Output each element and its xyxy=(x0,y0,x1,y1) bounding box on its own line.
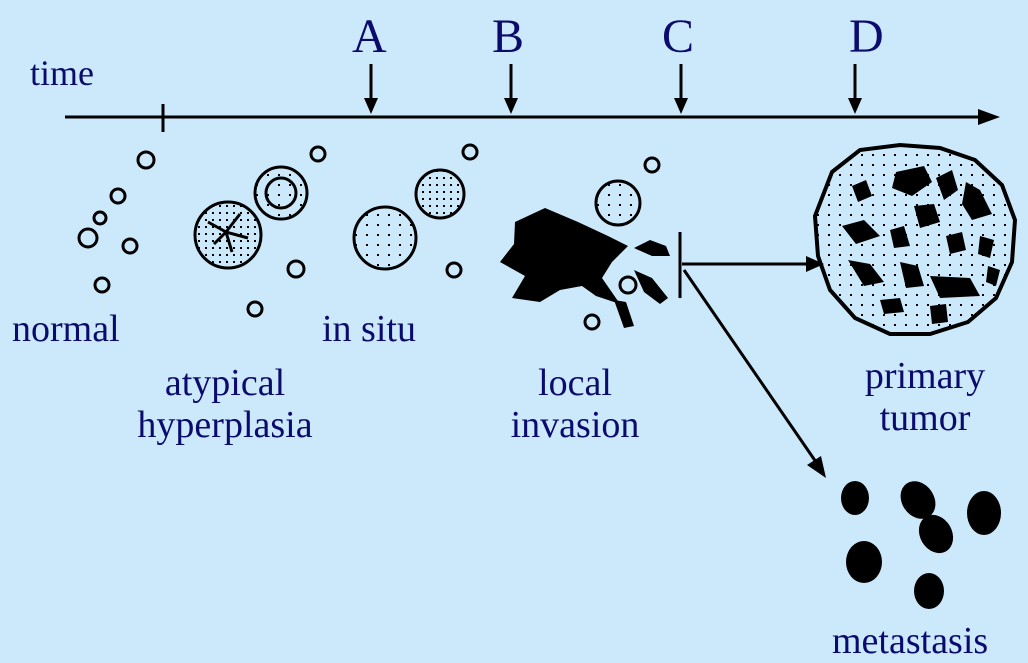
marker-arrow-a xyxy=(364,64,378,114)
marker-c-label: C xyxy=(662,12,694,62)
metastases xyxy=(841,474,1001,609)
marker-arrow-b xyxy=(504,64,518,114)
stage-label-atypical-hyperplasia: atypical hyperplasia xyxy=(110,362,340,446)
normal-cells xyxy=(79,152,154,292)
stage-label-metastasis: metastasis xyxy=(832,620,988,662)
marker-arrows xyxy=(364,64,862,114)
stage-label-atypical-line2: hyperplasia xyxy=(110,404,340,446)
primary-tumor xyxy=(815,145,1015,334)
local-invasion-cells xyxy=(500,158,670,329)
stage-label-local-line1: local xyxy=(480,362,670,404)
marker-b-label: B xyxy=(492,12,524,62)
branch-arrows xyxy=(680,232,826,478)
stage-label-primary-line2: tumor xyxy=(830,397,1020,439)
stage-label-primary-tumor: primary tumor xyxy=(830,355,1020,439)
stage-label-in-situ: in situ xyxy=(322,308,416,350)
time-axis-label: time xyxy=(30,53,94,93)
stage-label-atypical-line1: atypical xyxy=(110,362,340,404)
time-axis xyxy=(65,104,1000,132)
stage-label-local-line2: invasion xyxy=(480,404,670,446)
stage-label-primary-line1: primary xyxy=(830,355,1020,397)
marker-arrow-d xyxy=(848,64,862,114)
in-situ-cells xyxy=(354,145,477,277)
marker-arrow-c xyxy=(674,64,688,114)
marker-a-label: A xyxy=(352,12,387,62)
arrow-to-metastasis xyxy=(684,270,816,462)
time-axis-arrowhead xyxy=(978,109,1000,125)
atypical-cells xyxy=(195,147,325,316)
stage-label-local-invasion: local invasion xyxy=(480,362,670,446)
stage-label-normal: normal xyxy=(12,308,120,350)
marker-d-label: D xyxy=(849,12,884,62)
